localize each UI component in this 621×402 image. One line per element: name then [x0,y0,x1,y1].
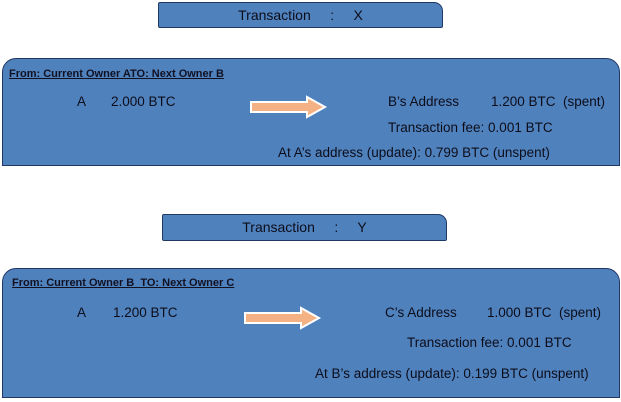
transaction-x-title: Transaction : X [238,7,363,23]
transaction-x-arrow-icon [250,95,328,119]
transaction-y-sender: A [77,305,87,320]
transaction-y-recipient-address: C’s Address [385,305,457,320]
transaction-x-fee: Transaction fee: 0.001 BTC [388,120,553,135]
transaction-x-from-line: From: Current Owner ATO: Next Owner B [9,68,224,80]
transaction-y-arrow-icon [244,306,322,330]
transaction-x-input-amount: 2.000 BTC [111,94,176,109]
transaction-x-title-box: Transaction : X [158,2,443,28]
transaction-y-title: Transaction : Y [242,219,367,235]
transaction-x-recipient-address: B’s Address [388,94,460,109]
transaction-y-fee: Transaction fee: 0.001 BTC [407,335,572,350]
transaction-y-panel: From: Current Owner B TO: Next Owner C A… [2,268,620,398]
transaction-x-output-amount: 1.200 BTC (spent) [491,94,606,109]
transaction-y-input-amount: 1.200 BTC [113,305,178,320]
transaction-y-from-line: From: Current Owner B TO: Next Owner C [12,277,235,289]
transaction-y-output-amount: 1.000 BTC (spent) [487,305,602,320]
transaction-x-panel: From: Current Owner ATO: Next Owner B A … [2,58,620,166]
transaction-y-change: At B’s address (update): 0.199 BTC (unsp… [315,366,589,381]
transaction-y-title-box: Transaction : Y [162,214,447,241]
transaction-x-change: At A’s address (update): 0.799 BTC (unsp… [278,145,550,160]
transaction-x-sender: A [77,94,87,109]
